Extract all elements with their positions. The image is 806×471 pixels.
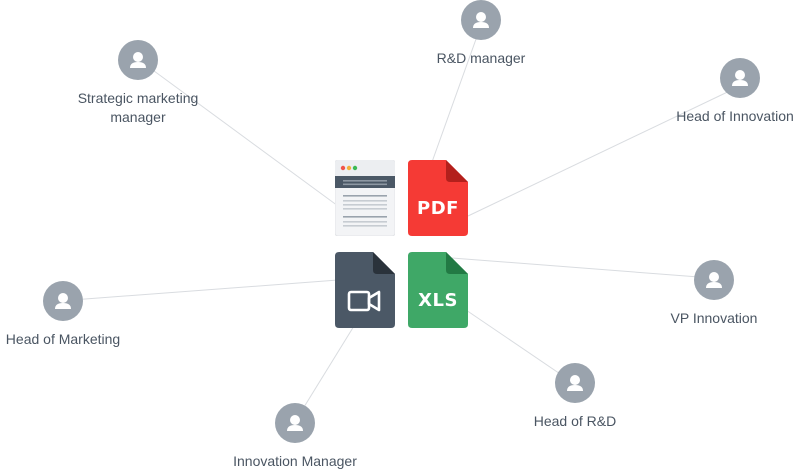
connector-head-of-innovation-to-pdf xyxy=(467,86,739,217)
user-icon xyxy=(118,40,158,80)
persona-label: Strategic marketing manager xyxy=(77,90,199,125)
connector-strategic-marketing-to-webpage xyxy=(149,67,339,207)
connector-head-of-rd-to-xls xyxy=(465,309,573,383)
xls-label: XLS xyxy=(418,290,458,311)
connector-innovation-manager-to-video xyxy=(295,325,355,421)
persona-label: Head of R&D xyxy=(533,413,617,429)
user-icon xyxy=(43,281,83,321)
persona-label: Innovation Manager xyxy=(233,453,357,469)
user-icon xyxy=(694,260,734,300)
user-icon xyxy=(461,0,501,40)
persona-label: VP Innovation xyxy=(670,310,758,326)
browser-page-icon xyxy=(335,160,395,236)
user-icon xyxy=(555,363,595,403)
connector-head-of-marketing-to-video xyxy=(71,279,339,301)
pdf-file-icon xyxy=(408,160,468,236)
spreadsheet-file-icon xyxy=(408,252,468,328)
persona-label: R&D manager xyxy=(436,50,526,66)
document-video xyxy=(335,252,395,328)
video-file-icon xyxy=(335,252,395,328)
document-webpage xyxy=(335,160,395,236)
user-icon xyxy=(720,58,760,98)
document-xls: XLS xyxy=(408,252,468,328)
document-pdf: PDF xyxy=(408,160,468,236)
persona-label: Head of Innovation xyxy=(676,108,794,124)
user-icon xyxy=(275,403,315,443)
connector-rd-manager-to-pdf xyxy=(431,27,481,163)
connector-vp-innovation-to-xls xyxy=(451,257,713,279)
pdf-label: PDF xyxy=(417,198,459,219)
persona-label: Head of Marketing xyxy=(5,331,121,347)
